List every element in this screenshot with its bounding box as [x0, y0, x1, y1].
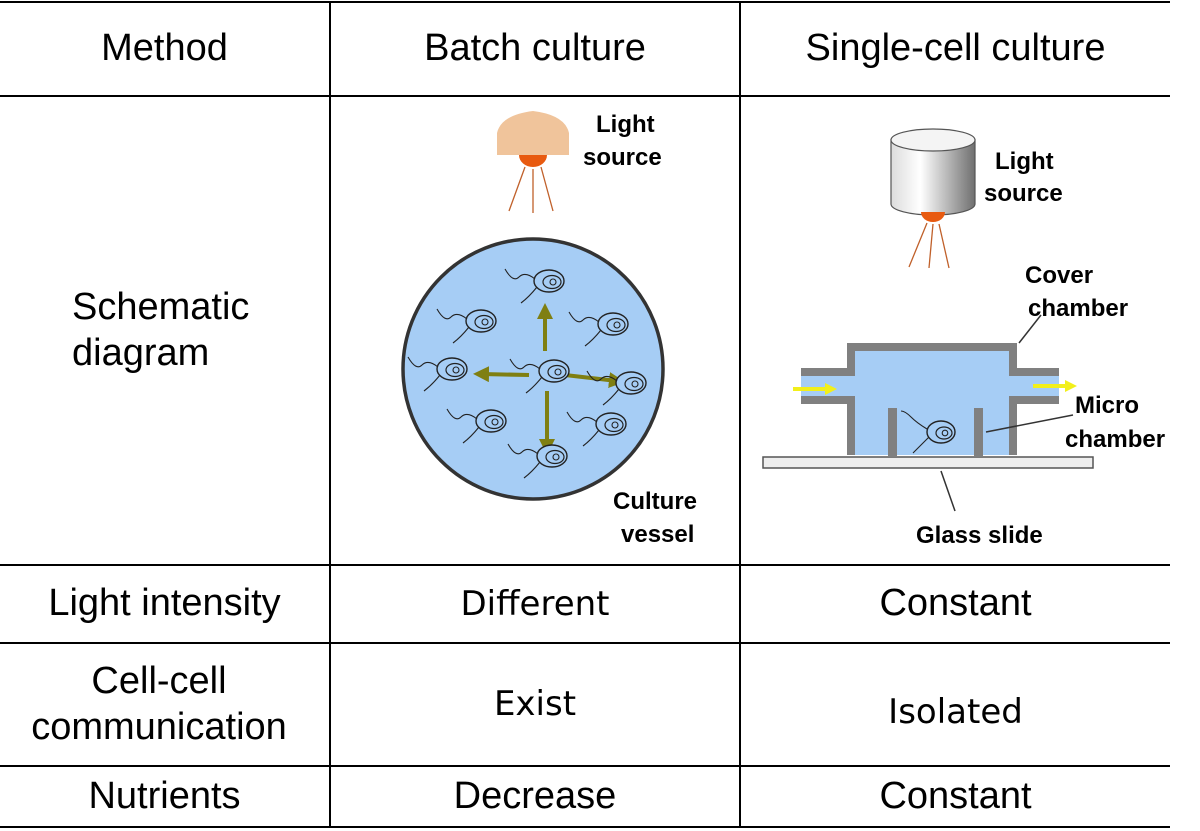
cover-chamber-icon: [801, 343, 1059, 455]
batch-culture-diagram: Light source Culture vessel: [401, 111, 697, 548]
single-nutrients-value: Constant: [879, 774, 1032, 817]
header-batch-culture: Batch culture: [331, 2, 739, 95]
table-bottom-border: [0, 826, 1170, 828]
header-batch-text: Batch culture: [424, 26, 646, 69]
row-divider-schematic: [0, 564, 1170, 566]
cover-chamber-label-1: Cover: [1025, 262, 1093, 289]
glass-slide-icon: [762, 456, 1094, 469]
glass-slide-label: Glass slide: [916, 522, 1043, 549]
header-single-text: Single-cell culture: [805, 26, 1106, 69]
table-top-border: [0, 1, 1170, 3]
single-nutrients: Constant: [741, 767, 1170, 826]
single-light-intensity: Constant: [741, 566, 1170, 642]
batch-light-label-2: source: [583, 144, 662, 171]
isolated-cell-icon: [900, 410, 956, 454]
header-divider: [0, 95, 1170, 97]
schematic-label-text: Schematic diagram: [72, 285, 250, 374]
batch-cell-communication: Exist: [331, 644, 739, 765]
row-label-nutrients: Nutrients: [0, 767, 329, 826]
light-intensity-label: Light intensity: [48, 582, 281, 625]
batch-nutrients: Decrease: [331, 767, 739, 826]
light-source-icon: [890, 128, 976, 269]
single-light-intensity-value: Constant: [879, 582, 1032, 625]
cover-chamber-label-2: chamber: [1028, 295, 1128, 322]
culture-vessel-icon: [401, 237, 665, 501]
batch-light-intensity-value: Different: [460, 583, 610, 624]
vessel-label-1: Culture: [613, 488, 697, 515]
header-method: Method: [0, 2, 329, 95]
vessel-label-2: vessel: [621, 521, 694, 548]
nutrients-label: Nutrients: [88, 774, 241, 817]
batch-cell-communication-value: Exist: [493, 684, 577, 725]
cell-communication-label: Cell-cell communication: [31, 659, 287, 748]
row-label-cell-communication: Cell-cell communication: [14, 644, 304, 765]
lamp-icon: [497, 111, 569, 213]
row-label-light-intensity: Light intensity: [0, 566, 329, 642]
micro-chamber-label-2: chamber: [1065, 426, 1165, 453]
column-divider-2: [739, 1, 741, 827]
row-label-schematic: Schematic diagram: [72, 97, 312, 564]
batch-light-intensity: Different: [331, 566, 739, 642]
header-single-cell-culture: Single-cell culture: [741, 2, 1170, 95]
single-light-label-2: source: [984, 180, 1063, 207]
header-method-text: Method: [101, 26, 228, 69]
row-divider-communication: [0, 765, 1170, 767]
single-light-label-1: Light: [995, 148, 1054, 175]
single-cell-communication: Isolated: [741, 652, 1170, 773]
leader-lines: [940, 314, 1074, 512]
batch-light-label-1: Light: [596, 111, 655, 138]
micro-chamber-walls-icon: [888, 408, 983, 456]
batch-nutrients-value: Decrease: [453, 774, 617, 817]
single-cell-culture-diagram: Light source Cover chamber Micro chamber…: [762, 128, 1165, 549]
single-cell-communication-value: Isolated: [888, 692, 1023, 733]
row-divider-light: [0, 642, 1170, 644]
micro-chamber-label-1: Micro: [1075, 392, 1139, 419]
column-divider-1: [329, 1, 331, 827]
diffusion-arrows-icon: [473, 303, 625, 455]
